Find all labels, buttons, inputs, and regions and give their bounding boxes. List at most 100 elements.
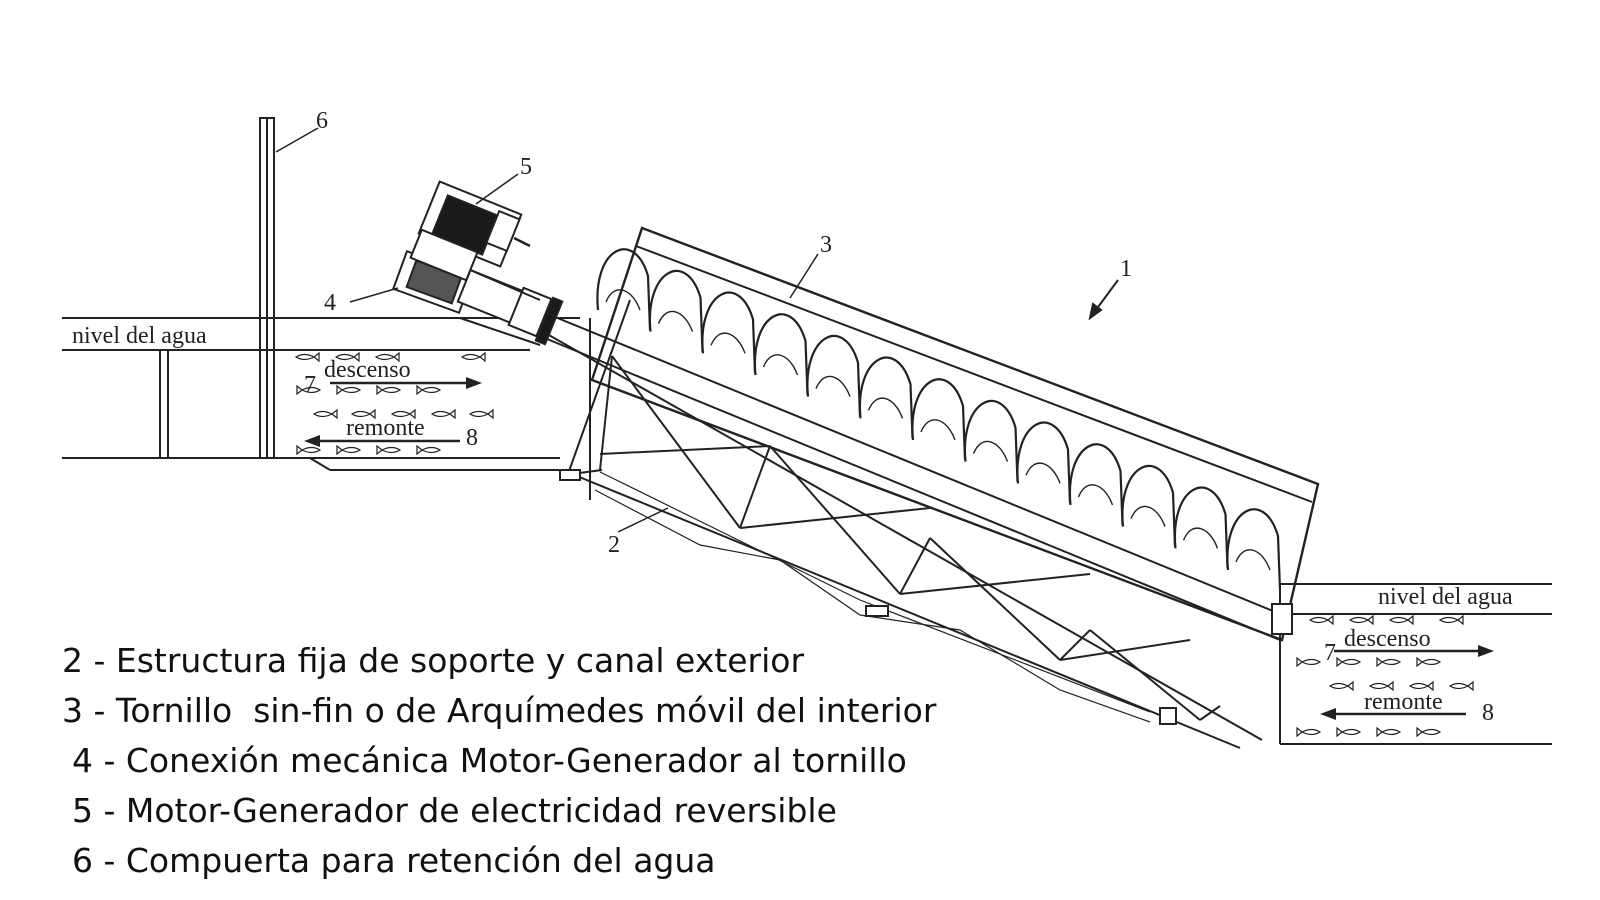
truss-diagonal [1089,629,1201,721]
screw-blade-inner [1235,549,1271,571]
fish-icon [1336,656,1362,668]
fish-icon [1438,614,1464,626]
truss-strut [1059,629,1091,661]
screw-blade [1173,486,1229,569]
legend-item-5: 5 - Motor-Generador de electricidad reve… [72,791,837,830]
legend-item-4: 4 - Conexión mecánica Motor-Generador al… [72,741,907,780]
screw-blade [648,269,704,352]
upstream-descent-number: 7 [304,372,316,398]
fish-icon [336,384,362,396]
archimedes-screw [529,226,1320,642]
downstream-ascent-label: remonte [1364,689,1443,715]
fish-icon [374,351,400,363]
support-truss [539,299,1293,749]
screw-blade-inner [815,375,851,397]
screw-blade [1016,421,1072,504]
screw-blade-inner [1130,505,1166,527]
truss-diagonal [929,537,1061,661]
fish-icon [1408,680,1434,692]
screw-blade-inner [972,440,1009,462]
callout-6: 6 [316,108,328,134]
fish-icon [1308,614,1334,626]
fish-icon [1416,726,1442,738]
assembly-arrow [1088,279,1119,321]
screw-blade [753,313,809,396]
fish-icon [376,444,402,456]
truss-chord [1059,639,1191,661]
fish-icon [460,351,486,363]
callout-2: 2 [608,532,620,558]
screw-blade-inner [762,354,799,376]
truss-diagonal [769,445,901,595]
fish-icon [336,444,362,456]
upstream-descent-label: descenso [324,357,411,383]
upstream-water-level-label: nivel del agua [72,323,207,349]
screw-blade [1121,464,1177,547]
fish-icon [312,408,338,420]
screw-blade [963,399,1019,482]
downstream-descent-number: 7 [1324,640,1336,666]
fish-icon [1296,656,1322,668]
truss-strut [599,355,613,471]
fish-school [294,351,1474,738]
fish-icon [1416,656,1442,668]
fish-icon [1368,680,1394,692]
screw-blade [596,248,652,331]
downstream-descent-label: descenso [1344,626,1431,652]
downstream-ascent-number: 8 [1482,700,1494,726]
fish-icon [416,444,442,456]
mechanical-connection [391,249,564,346]
screw-blade-inner [1025,462,1061,484]
truss-diagonal [611,355,741,529]
screw-blade-inner [710,332,746,354]
leader-lines [275,127,819,533]
fish-icon [1348,614,1374,626]
fish-icon [1448,680,1474,692]
legend-item-6: 6 - Compuerta para retención del agua [72,841,716,880]
screw-blade-inner [1077,484,1114,506]
truss-chord [739,507,931,529]
fish-icon [416,384,442,396]
fish-icon [1376,726,1402,738]
fish-icon [296,384,322,396]
screw-blade-inner [920,419,956,441]
truss-chord [899,573,1091,595]
callout-1: 1 [1120,256,1132,282]
screw-blade [911,378,967,461]
screw-blade-inner [1182,527,1219,549]
fish-icon [376,384,402,396]
fish-icon [1376,656,1402,668]
screw-blade [1226,508,1282,591]
fish-icon [1336,726,1362,738]
retention-gate [259,117,275,459]
screw-blade-inner [605,289,641,311]
callout-4: 4 [324,290,336,316]
fish-icon [1388,614,1414,626]
callout-5: 5 [520,154,532,180]
flow-arrows [304,377,1494,720]
fish-icon [296,444,322,456]
fish-icon [468,408,494,420]
screw-blade [1068,443,1124,526]
screw-blade-inner [657,310,694,332]
fish-icon [390,408,416,420]
truss-strut [1199,705,1221,721]
screw-blade-inner [867,397,904,419]
legend-item-2: 2 - Estructura fija de soporte y canal e… [62,641,805,680]
fish-icon [294,351,320,363]
fish-icon [1296,726,1322,738]
fish-icon [334,351,360,363]
upstream-ascent-number: 8 [466,425,478,451]
screw-blade [858,356,914,439]
downstream-water-level-label: nivel del agua [1378,584,1513,610]
legend: 2 - Estructura fija de soporte y canal e… [62,636,936,886]
screw-blade [806,334,862,417]
fish-icon [1328,680,1354,692]
truss-strut [739,445,771,529]
legend-item-3: 3 - Tornillo sin-fin o de Arquímedes móv… [62,691,937,730]
truss-chord [599,445,771,455]
screw-blade [701,291,757,374]
upstream-channel [62,317,591,500]
upstream-ascent-label: remonte [346,415,425,441]
